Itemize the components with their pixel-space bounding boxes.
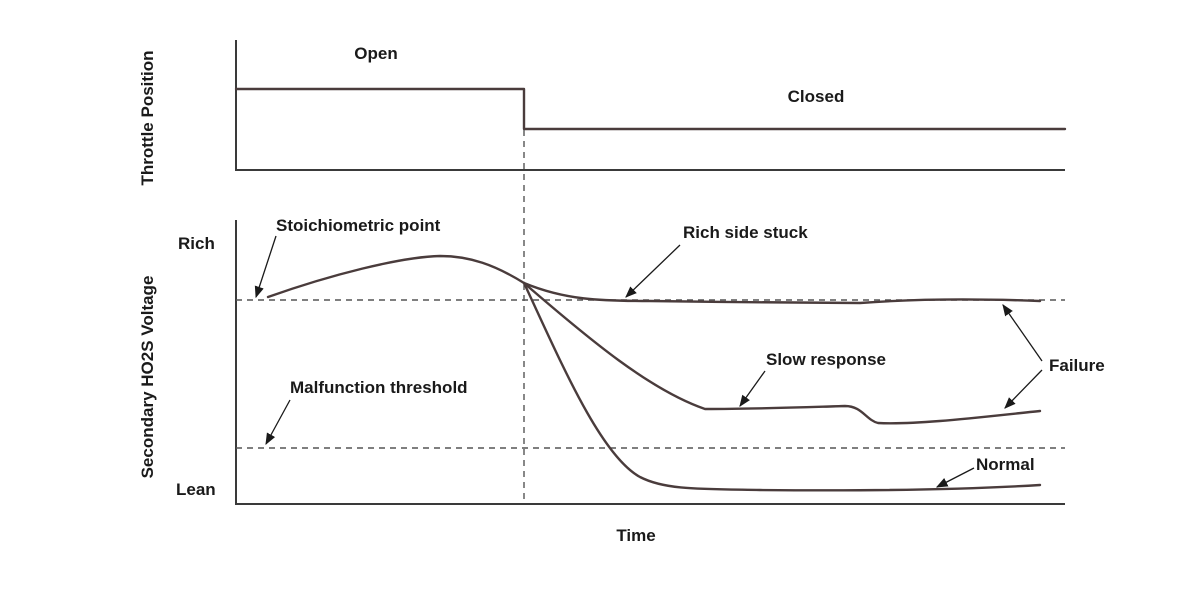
rich-side-stuck-label: Rich side stuck [683,223,808,242]
voltage-axis-label: Secondary HO2S Voltage [138,276,157,479]
rich-side-stuck-curve [522,281,1042,305]
normal-response-curve [522,281,1042,492]
time-axis-label: Time [616,526,655,545]
failure-pointer-arrow-lower [1004,369,1043,409]
throttle-axes [235,40,1065,171]
failure-label: Failure [1049,356,1105,375]
throttle-panel: Throttle Position Open Closed [138,40,1067,186]
voltage-panel: Secondary HO2S Voltage Rich Lean Time St… [138,216,1105,545]
rich-side-stuck-pointer-arrow [625,244,681,298]
malfunction-threshold-pointer-arrow [265,399,291,446]
closed-label: Closed [788,87,845,106]
slow-response-pointer-arrow [739,370,766,407]
stoichiometric-pointer-arrow [254,235,277,299]
normal-pointer-arrow [935,467,975,488]
slow-response-label: Slow response [766,350,886,369]
normal-label: Normal [976,455,1035,474]
throttle-axis-label: Throttle Position [138,50,157,185]
throttle-position-trace [234,87,1067,131]
stoichiometric-point-label: Stoichiometric point [276,216,441,235]
failure-pointer-arrow-upper [1002,304,1043,362]
voltage-axes [235,220,1065,505]
lean-label: Lean [176,480,216,499]
rich-label: Rich [178,234,215,253]
malfunction-threshold-label: Malfunction threshold [290,378,468,397]
slow-response-curve [522,281,1042,425]
open-label: Open [354,44,397,63]
pre-close-voltage-curve [266,254,526,299]
